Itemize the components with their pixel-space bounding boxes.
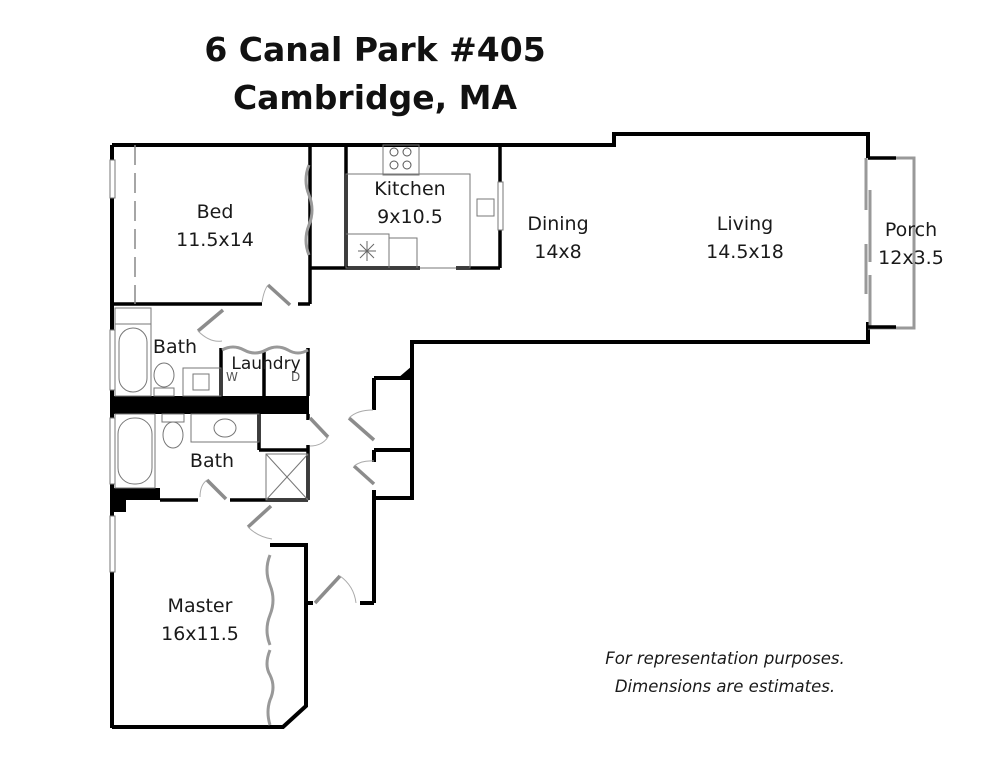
room-bed-name: Bed <box>196 201 234 223</box>
thick-wall <box>112 396 309 414</box>
address-line2: Cambridge, MA <box>232 78 518 117</box>
address-line1: 6 Canal Park #405 <box>204 30 546 69</box>
room-dining: Dining 14x8 <box>513 210 603 266</box>
room-kitchen: Kitchen 9x10.5 <box>355 175 465 231</box>
room-porch-dimensions: 12x3.5 <box>878 247 944 269</box>
stove-burners <box>389 147 412 170</box>
closet-doors <box>221 164 314 726</box>
room-living-dimensions: 14.5x18 <box>706 241 784 263</box>
room-porch-name: Porch <box>884 219 938 241</box>
room-dining-dimensions: 14x8 <box>534 241 582 263</box>
room-kitchen-dimensions: 9x10.5 <box>377 206 443 228</box>
room-bath-1-name: Bath <box>152 336 198 358</box>
doors <box>196 283 376 605</box>
bath-fixtures <box>114 307 309 501</box>
room-laundry: Laundry <box>222 350 310 378</box>
room-bath-1: Bath <box>145 333 205 361</box>
room-living-name: Living <box>716 213 774 235</box>
kitchen-fixtures <box>345 144 495 269</box>
room-dining-name: Dining <box>527 213 589 235</box>
disclaimer: For representation purposes. Dimensions … <box>570 645 880 701</box>
windows <box>109 159 504 573</box>
room-laundry-name: Laundry <box>231 354 301 374</box>
washer-label: W <box>226 370 238 384</box>
room-bed: Bed 11.5x14 <box>160 198 270 254</box>
room-master-name: Master <box>167 595 233 617</box>
disclaimer-line1: For representation purposes. <box>605 649 845 668</box>
dryer-label: D <box>291 370 301 384</box>
room-bath-2: Bath <box>182 447 242 475</box>
room-master-dimensions: 16x11.5 <box>161 623 239 645</box>
fridge-icon <box>358 241 376 261</box>
disclaimer-line2: Dimensions are estimates. <box>614 677 836 696</box>
room-master: Master 16x11.5 <box>145 592 255 648</box>
room-kitchen-name: Kitchen <box>374 178 446 200</box>
room-bath-2-name: Bath <box>189 450 235 472</box>
room-porch: Porch 12x3.5 <box>866 216 956 272</box>
room-living: Living 14.5x18 <box>690 210 800 266</box>
room-bed-dimensions: 11.5x14 <box>176 229 254 251</box>
